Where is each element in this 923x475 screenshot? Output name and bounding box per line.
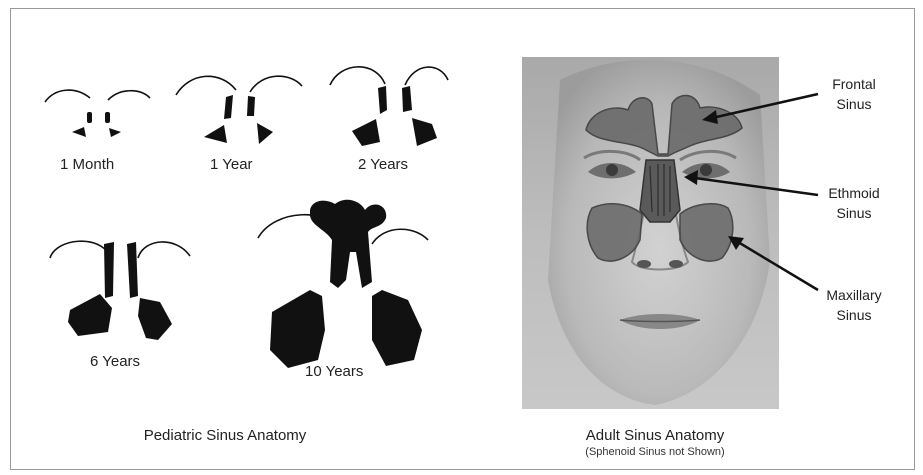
frontal-sinus-label: Frontal Sinus	[818, 74, 890, 114]
stage-1-month-drawing	[45, 90, 150, 137]
adult-caption: Adult Sinus Anatomy	[560, 427, 750, 444]
stage-6-years-drawing	[50, 241, 190, 340]
pediatric-caption: Pediatric Sinus Anatomy	[110, 427, 340, 444]
ethmoid-sinus-label: Ethmoid Sinus	[818, 183, 890, 223]
frontal-sinus-label-line1: Frontal	[818, 74, 890, 94]
maxillary-sinus-label-line2: Sinus	[814, 305, 894, 325]
adult-caption-note: (Sphenoid Sinus not Shown)	[560, 446, 750, 458]
stage-10-years-drawing	[258, 200, 428, 368]
stage-label-1-month: 1 Month	[60, 156, 114, 173]
stage-label-10-years: 10 Years	[305, 363, 363, 380]
ethmoid-sinus-label-line1: Ethmoid	[818, 183, 890, 203]
maxillary-sinus-label-line1: Maxillary	[814, 285, 894, 305]
maxillary-sinus-right-shape	[680, 204, 733, 261]
maxillary-sinus-label: Maxillary Sinus	[814, 285, 894, 325]
stage-label-1-year: 1 Year	[210, 156, 253, 173]
ethmoid-sinus-shape	[640, 160, 680, 222]
stage-label-2-years: 2 Years	[358, 156, 408, 173]
stage-1-year-drawing	[176, 76, 302, 144]
frontal-sinus-label-line2: Sinus	[818, 94, 890, 114]
stage-label-6-years: 6 Years	[90, 353, 140, 370]
stage-2-years-drawing	[330, 67, 448, 146]
ethmoid-sinus-label-line2: Sinus	[818, 203, 890, 223]
